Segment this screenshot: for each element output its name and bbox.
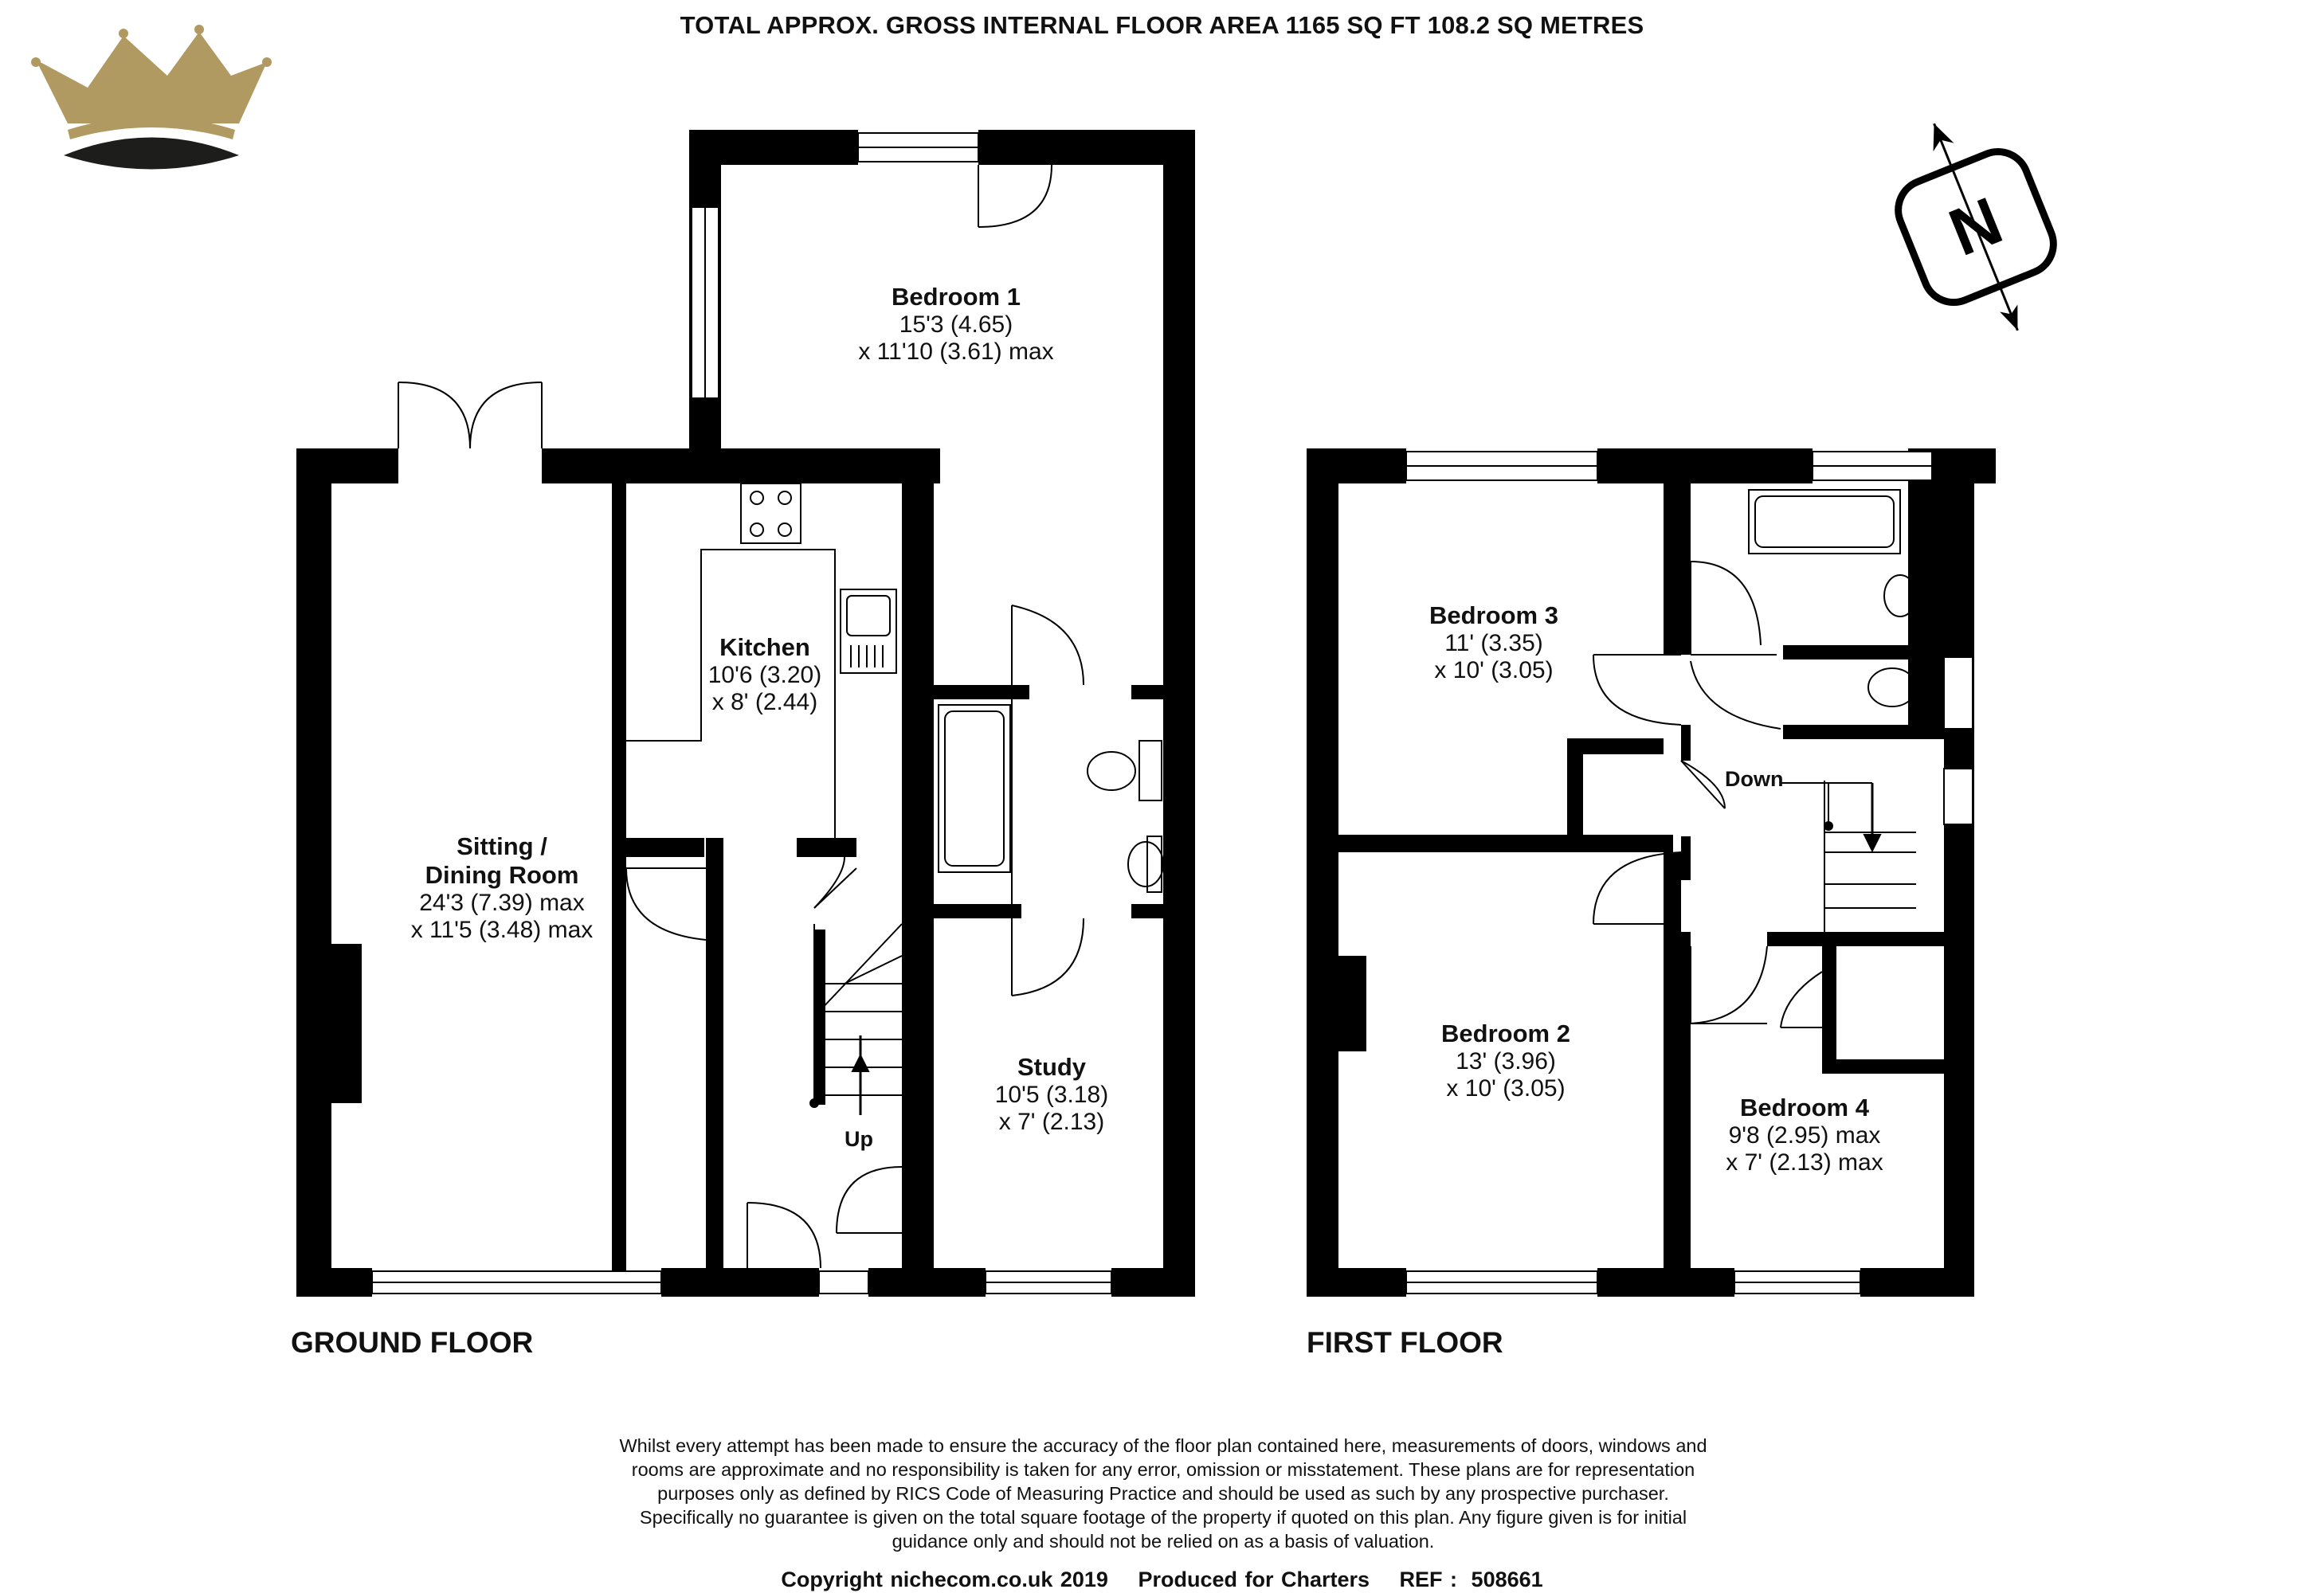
room-name: Bedroom 3 bbox=[1429, 601, 1558, 629]
first-floor-plan bbox=[1307, 448, 1996, 1297]
room-name: Kitchen bbox=[719, 633, 810, 661]
first-floor-fixtures bbox=[1405, 451, 1973, 1294]
room-label-bedroom-4: Bedroom 4 9'8 (2.95) max x 7' (2.13) max bbox=[1689, 1094, 1920, 1176]
room-label-kitchen: Kitchen 10'6 (3.20) x 8' (2.44) bbox=[669, 633, 860, 716]
room-dimension: x 8' (2.44) bbox=[711, 689, 818, 715]
room-name: Study bbox=[1017, 1053, 1087, 1081]
ground-floor-fixtures bbox=[371, 132, 1164, 1294]
room-name: Bedroom 4 bbox=[1740, 1094, 1869, 1121]
disclaimer-text: Whilst every attempt has been made to en… bbox=[478, 1434, 1848, 1553]
room-name: Dining Room bbox=[425, 861, 579, 889]
room-dimension: x 11'10 (3.61) max bbox=[858, 339, 1054, 365]
produced-for-text: Produced for Charters bbox=[1138, 1568, 1370, 1591]
disclaimer-line: purposes only as defined by RICS Code of… bbox=[657, 1483, 1669, 1504]
disclaimer-line: Whilst every attempt has been made to en… bbox=[619, 1435, 1707, 1456]
ground-floor-label: GROUND FLOOR bbox=[291, 1326, 534, 1359]
north-compass-icon: N bbox=[1895, 123, 2057, 331]
footer: Copyright nichecom.co.uk 2019 Produced f… bbox=[0, 1568, 2324, 1592]
room-dimension: 15'3 (4.65) bbox=[899, 311, 1013, 338]
first-floor-label: FIRST FLOOR bbox=[1307, 1326, 1503, 1359]
disclaimer-line: Specifically no guarantee is given on th… bbox=[639, 1507, 1687, 1528]
room-label-study: Study 10'5 (3.18) x 7' (2.13) bbox=[956, 1053, 1147, 1136]
room-dimension: 10'6 (3.20) bbox=[707, 662, 822, 688]
room-dimension: 24'3 (7.39) max bbox=[419, 890, 585, 916]
room-dimension: x 10' (3.05) bbox=[1434, 657, 1554, 683]
disclaimer-line: guidance only and should not be relied o… bbox=[892, 1531, 1435, 1552]
room-dimension: x 7' (2.13) bbox=[998, 1109, 1105, 1135]
stairs-up-label: Up bbox=[845, 1127, 873, 1151]
disclaimer-line: rooms are approximate and no responsibil… bbox=[631, 1459, 1695, 1480]
copyright-text: Copyright nichecom.co.uk 2019 bbox=[781, 1568, 1108, 1591]
room-name: Sitting / bbox=[457, 832, 547, 860]
reference-value: 508661 bbox=[1471, 1568, 1543, 1591]
ground-floor-plan bbox=[296, 130, 1195, 1297]
room-label-bedroom-2: Bedroom 2 13' (3.96) x 10' (3.05) bbox=[1410, 1020, 1601, 1102]
crown-logo-icon bbox=[31, 25, 272, 170]
room-dimension: 13' (3.96) bbox=[1456, 1048, 1556, 1074]
room-dimension: x 10' (3.05) bbox=[1446, 1075, 1566, 1102]
room-name: Bedroom 2 bbox=[1441, 1020, 1570, 1047]
floor-area-title: TOTAL APPROX. GROSS INTERNAL FLOOR AREA … bbox=[680, 11, 1644, 39]
room-dimension: x 7' (2.13) max bbox=[1726, 1149, 1883, 1176]
room-label-bedroom-1: Bedroom 1 15'3 (4.65) x 11'10 (3.61) max bbox=[845, 283, 1068, 366]
stairs-down-label: Down bbox=[1725, 767, 1784, 791]
room-name: Bedroom 1 bbox=[892, 283, 1021, 311]
room-dimension: 11' (3.35) bbox=[1444, 630, 1543, 656]
room-label-sitting-dining: Sitting / Dining Room 24'3 (7.39) max x … bbox=[382, 832, 621, 944]
room-label-bedroom-3: Bedroom 3 11' (3.35) x 10' (3.05) bbox=[1398, 601, 1589, 684]
room-dimension: 10'5 (3.18) bbox=[994, 1082, 1109, 1108]
reference-text: REF : 508661 bbox=[1400, 1568, 1543, 1591]
reference-label: REF : bbox=[1399, 1568, 1458, 1591]
room-dimension: 9'8 (2.95) max bbox=[1728, 1122, 1881, 1149]
room-dimension: x 11'5 (3.48) max bbox=[410, 917, 594, 943]
